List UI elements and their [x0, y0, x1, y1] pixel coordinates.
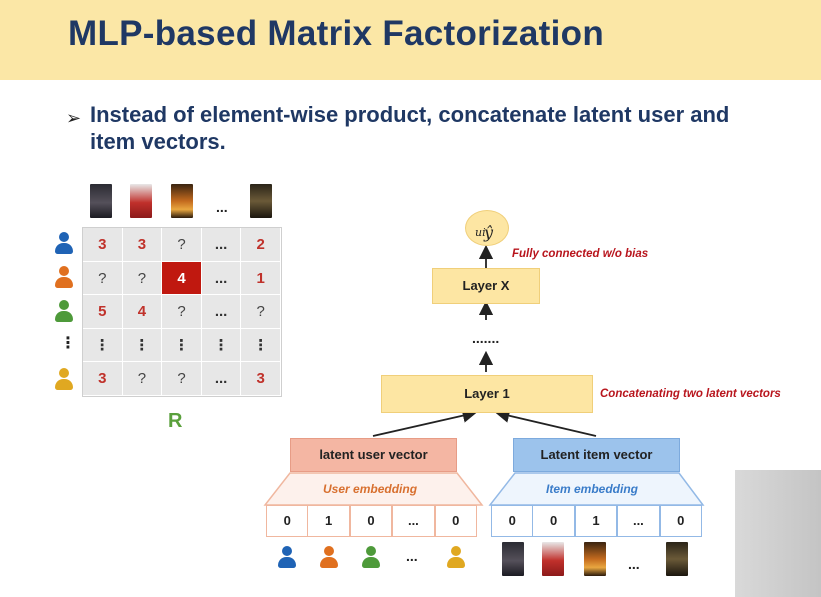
- latent-item-vector: Latent item vector: [513, 438, 680, 472]
- onehot-cell: 0: [659, 505, 702, 537]
- bullet-arrow-icon: ➢: [66, 108, 82, 128]
- movie-poster-icon: [171, 184, 193, 218]
- user-icon: [55, 232, 73, 254]
- matrix-cell: 4: [162, 261, 202, 296]
- matrix-cell: ?: [241, 295, 281, 329]
- column-ellipsis: ...: [216, 199, 228, 215]
- matrix-cell: ...: [201, 362, 242, 396]
- user-icon: [55, 368, 73, 390]
- matrix-cell: ...: [201, 228, 242, 262]
- onehot-cell: ...: [392, 505, 435, 537]
- user-icon: [278, 546, 296, 568]
- onehot-cell: 0: [266, 505, 309, 537]
- matrix-cell: 4: [122, 295, 163, 329]
- movie-poster-icon: [584, 542, 606, 576]
- row-ellipsis: ⋮: [60, 335, 76, 352]
- onehot-cell: ...: [617, 505, 660, 537]
- matrix-cell: ...: [201, 295, 242, 329]
- user-icon: [447, 546, 465, 568]
- user-ellipsis: ...: [406, 548, 418, 564]
- layer-1: Layer 1: [381, 375, 593, 413]
- matrix-cell: ⋮: [162, 328, 202, 363]
- matrix-cell: 3: [122, 228, 163, 262]
- matrix-cell: ?: [122, 261, 163, 296]
- matrix-cell: ...: [201, 261, 242, 296]
- movie-poster-icon: [250, 184, 272, 218]
- movie-poster-icon: [90, 184, 112, 218]
- matrix-cell: 5: [83, 295, 123, 329]
- prediction-subscript: ui: [475, 226, 486, 240]
- matrix-cell: 2: [241, 228, 281, 262]
- output-note: Fully connected w/o bias: [512, 248, 649, 260]
- onehot-cell: 0: [491, 505, 534, 537]
- movie-poster-icon: [666, 542, 688, 576]
- matrix-cell: ?: [83, 261, 123, 296]
- layer-1-note: Concatenating two latent vectors: [600, 388, 781, 400]
- movie-poster-icon: [502, 542, 524, 576]
- prediction-symbol: ŷ: [484, 223, 494, 242]
- bullet-text: Instead of element-wise product, concate…: [90, 102, 730, 154]
- latent-user-vector: latent user vector: [290, 438, 457, 472]
- user-icon: [55, 300, 73, 322]
- onehot-cell: 0: [532, 505, 575, 537]
- matrix-cell: ⋮: [201, 328, 242, 363]
- item-embedding-label: Item embedding: [546, 482, 639, 496]
- matrix-cell: ?: [162, 228, 202, 262]
- item-ellipsis: ...: [628, 556, 640, 572]
- webcam-overlay: [735, 470, 821, 597]
- slide-title: MLP-based Matrix Factorization: [68, 14, 605, 53]
- matrix-cell: ?: [162, 362, 202, 396]
- layer-x: Layer X: [432, 268, 540, 304]
- matrix-cell: ?: [122, 362, 163, 396]
- matrix-cell: ⋮: [241, 328, 281, 363]
- matrix-cell: ⋮: [83, 328, 123, 363]
- title-band: [0, 0, 821, 80]
- onehot-cell: 0: [434, 505, 477, 537]
- onehot-cell: 0: [349, 505, 393, 537]
- matrix-cell: 3: [241, 362, 281, 396]
- matrix-cell: 3: [83, 362, 123, 396]
- user-icon: [320, 546, 338, 568]
- matrix-cell: 1: [241, 261, 281, 296]
- matrix-cell: 3: [83, 228, 123, 262]
- movie-poster-icon: [542, 542, 564, 576]
- matrix-label: R: [168, 410, 183, 432]
- user-icon: [362, 546, 380, 568]
- onehot-cell: 1: [307, 505, 350, 537]
- movie-poster-icon: [130, 184, 152, 218]
- onehot-cell: 1: [574, 505, 618, 537]
- user-icon: [55, 266, 73, 288]
- matrix-cell: ⋮: [122, 328, 163, 363]
- layer-ellipsis: .......: [472, 330, 500, 346]
- matrix-cell: ?: [162, 295, 202, 329]
- user-embedding-label: User embedding: [323, 482, 418, 496]
